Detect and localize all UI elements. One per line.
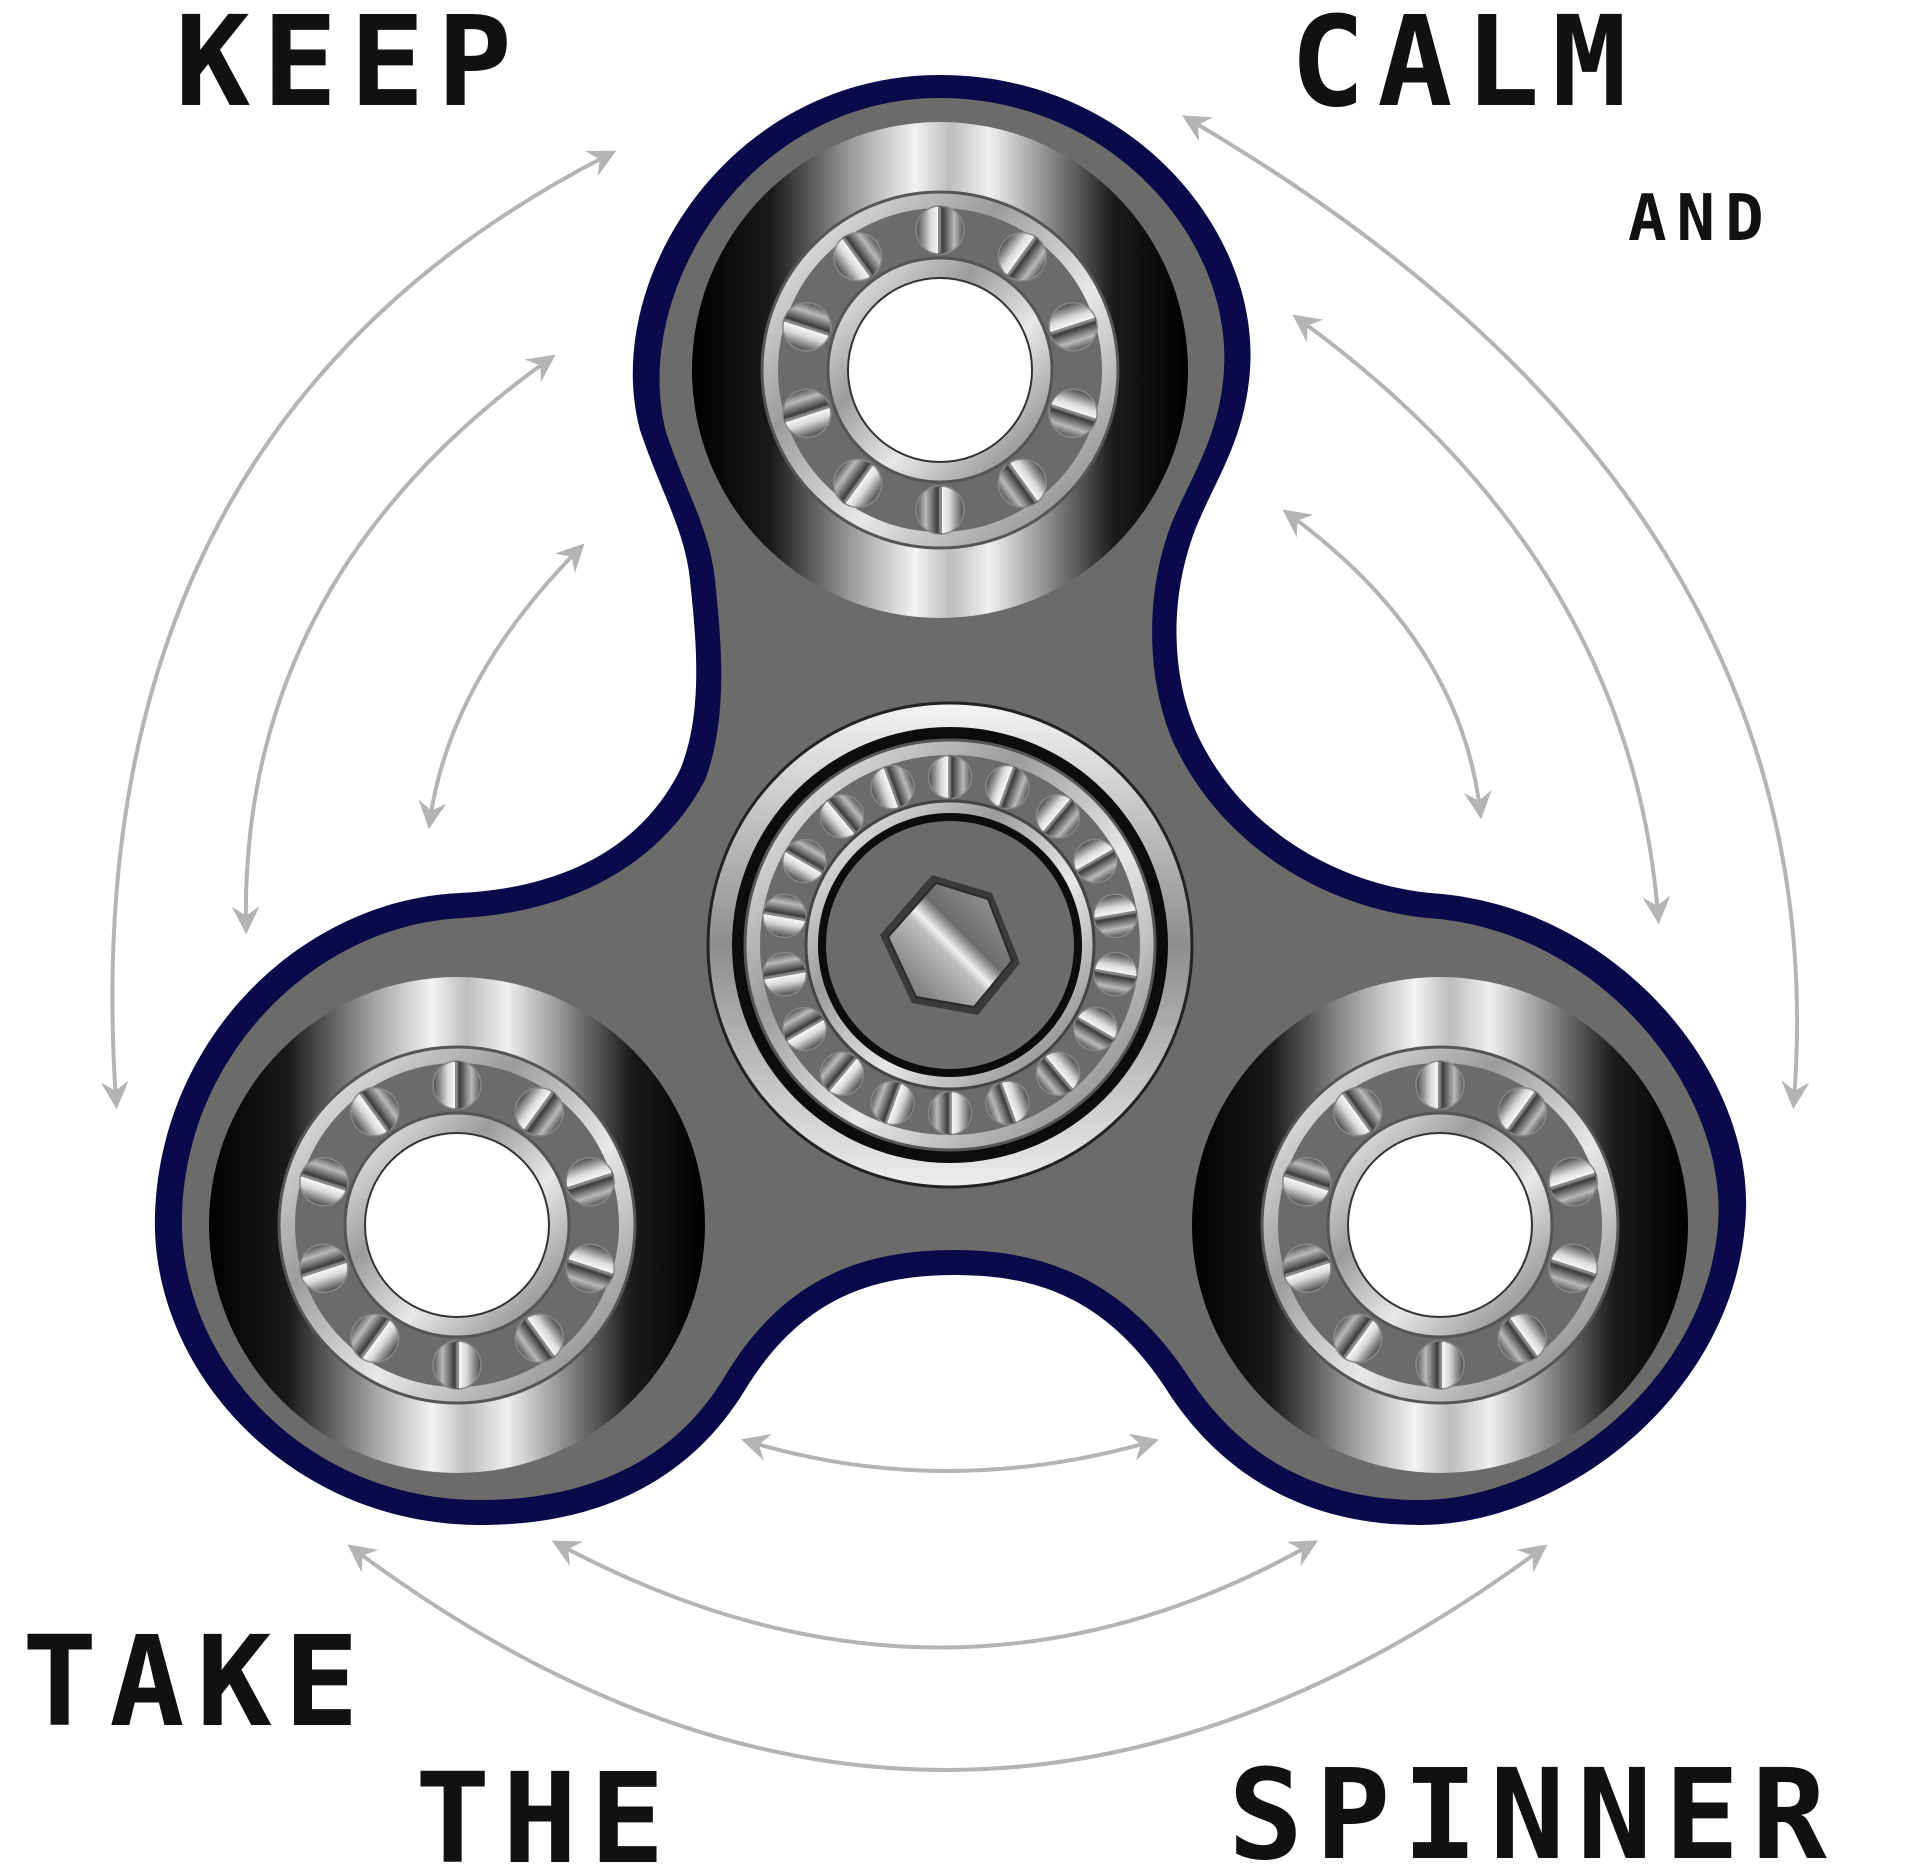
word-spinner: SPINNER — [1228, 1743, 1839, 1874]
center-bearing-icon — [706, 701, 1194, 1189]
arrows — [100, 115, 1810, 1772]
slogan: KEEP CALM AND TAKE THE SPINNER — [22, 0, 1839, 1874]
double-arrow-icon — [551, 1540, 1319, 1650]
hex-nut-icon — [880, 875, 1020, 1015]
word-keep: KEEP — [175, 0, 524, 135]
word-calm: CALM — [1290, 0, 1639, 135]
double-arrow-icon — [418, 543, 585, 830]
double-arrow-icon — [100, 150, 617, 1110]
word-and: AND — [1628, 182, 1774, 256]
double-arrow-icon — [231, 354, 556, 935]
word-the: THE — [415, 1747, 677, 1874]
word-take: TAKE — [22, 1610, 371, 1755]
double-arrow-icon — [347, 1544, 1548, 1772]
double-arrow-icon — [1282, 509, 1492, 820]
bearing-icon — [688, 118, 1192, 622]
double-arrow-icon — [741, 1433, 1159, 1473]
bearing-icon — [1188, 973, 1692, 1477]
double-arrow-icon — [1292, 314, 1671, 925]
bearing-icon — [205, 973, 709, 1477]
